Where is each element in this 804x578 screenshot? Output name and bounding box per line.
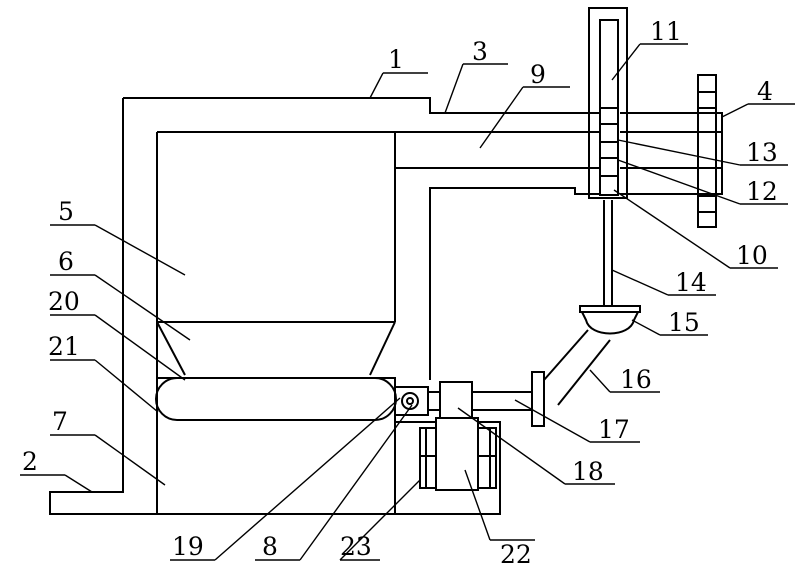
callout-15: 15 (668, 308, 700, 337)
pulley-housing (395, 387, 428, 415)
callout-11: 11 (650, 17, 682, 46)
callout-2: 2 (22, 447, 38, 476)
callout-7: 7 (52, 407, 68, 436)
callout-10: 10 (736, 241, 768, 270)
callout-13: 13 (746, 138, 778, 167)
callout-23: 23 (340, 532, 372, 561)
hopper-funnel (157, 322, 395, 375)
hopper-body (157, 132, 395, 514)
gearbox (440, 382, 472, 422)
pulley-hub (407, 398, 413, 404)
callout-3: 3 (472, 37, 488, 66)
callout-14: 14 (675, 268, 707, 297)
callout-16: 16 (620, 365, 652, 394)
outlet-flange (698, 75, 716, 227)
callout-20: 20 (48, 287, 80, 316)
motor-body (436, 418, 478, 490)
callout-17: 17 (598, 415, 630, 444)
callout-18: 18 (572, 457, 604, 486)
spray-bowl (582, 312, 638, 334)
callout-9: 9 (530, 60, 546, 89)
lower-chamber (157, 378, 395, 422)
piston-segments (600, 108, 618, 176)
callout-12: 12 (746, 177, 778, 206)
shaft-flange (532, 372, 544, 426)
callout-22: 22 (500, 540, 532, 569)
elbow-pipe (544, 330, 610, 405)
callout-19: 19 (172, 532, 204, 561)
callout-5: 5 (58, 197, 74, 226)
cylinder-tube (589, 8, 627, 198)
callout-6: 6 (58, 247, 74, 276)
callout-8: 8 (262, 532, 278, 561)
callout-4: 4 (757, 77, 773, 106)
push-rod (604, 200, 612, 306)
callout-21: 21 (48, 332, 80, 361)
screw-conveyor-capsule (156, 378, 396, 420)
callout-1: 1 (388, 45, 404, 74)
bowl-cap (580, 306, 640, 312)
leader-lines (20, 44, 795, 560)
